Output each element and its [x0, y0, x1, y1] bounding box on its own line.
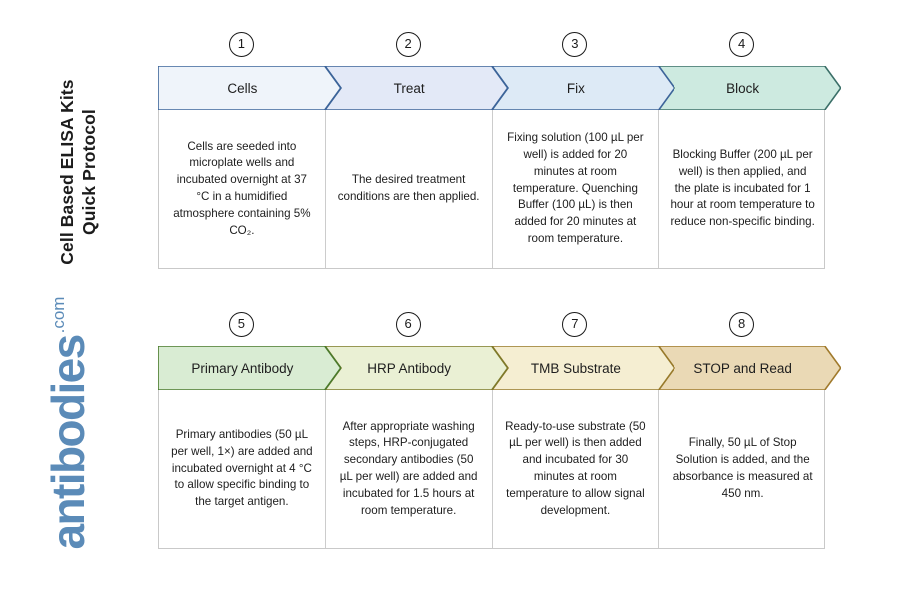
step-chevron-label: STOP and Read	[693, 360, 792, 376]
step-chevron[interactable]: Cells	[158, 66, 341, 110]
step-description-text: Cells are seeded into microplate wells a…	[173, 139, 311, 237]
step-description-text: The desired treatment conditions are the…	[337, 173, 480, 203]
chevron-shape	[491, 66, 675, 110]
chevron-shape	[324, 346, 508, 390]
step-description-text: Primary antibodies (50 µL per well, 1×) …	[171, 428, 313, 509]
step-chevron-label: Cells	[227, 80, 258, 96]
protocol-row-1: 1 2 3 4 Cells Treat Fix Block Cells are seeded…	[158, 32, 848, 269]
step-number-badge: 3	[562, 32, 588, 57]
step-description-text: Blocking Buffer (200 µL per well) is the…	[670, 148, 815, 229]
step-description-cell: Fixing solution (100 µL per well) is add…	[493, 110, 660, 268]
step-description-cell: Blocking Buffer (200 µL per well) is the…	[659, 110, 826, 268]
step-number-badge: 6	[395, 312, 421, 337]
chevron-shape	[324, 66, 508, 110]
step-description-text: Fixing solution (100 µL per well) is add…	[507, 131, 644, 245]
step-description-cell: Finally, 50 µL of Stop Solution is added…	[659, 390, 826, 548]
step-description-text: After appropriate washing steps, HRP-con…	[339, 419, 478, 517]
step-chevron[interactable]: HRP Antibody	[324, 346, 508, 390]
step-chevron-label: HRP Antibody	[367, 360, 452, 376]
step-badge-strip-2: 5 6 7 8	[158, 312, 825, 346]
step-description-cell: Ready-to-use substrate (50 µL per well) …	[493, 390, 660, 548]
chevron-shape	[658, 346, 841, 390]
step-description-cell: After appropriate washing steps, HRP-con…	[326, 390, 493, 548]
step-chevron-label: Treat	[393, 80, 425, 96]
step-chevron[interactable]: Fix	[491, 66, 675, 110]
protocol-row-2: 5 6 7 8 Primary Antibody HRP Antibody TMB Sub…	[158, 312, 848, 549]
logo-wordmark: antibodies	[42, 335, 94, 550]
step-number-badge: 1	[228, 32, 254, 57]
step-number-badge: 4	[729, 32, 755, 57]
step-badge-strip-1: 1 2 3 4	[158, 32, 825, 66]
chevron-shape	[158, 66, 341, 110]
branding-rail: Cell Based ELISA Kits Quick Protocol ant…	[0, 0, 152, 594]
step-description-cell: Cells are seeded into microplate wells a…	[159, 110, 326, 268]
step-chevron-label: Block	[726, 80, 760, 96]
step-chevron-label: Fix	[566, 80, 585, 96]
step-chevron[interactable]: STOP and Read	[658, 346, 841, 390]
step-description-text: Ready-to-use substrate (50 µL per well) …	[505, 419, 646, 517]
step-description-cell: Primary antibodies (50 µL per well, 1×) …	[159, 390, 326, 548]
step-number-badge: 7	[562, 312, 588, 337]
chevron-shape	[658, 66, 841, 110]
step-chevron-label: TMB Substrate	[530, 360, 621, 376]
chevron-shape	[491, 346, 675, 390]
step-description-text: Finally, 50 µL of Stop Solution is added…	[672, 436, 813, 500]
antibodies-logo: antibodies .com	[42, 273, 94, 573]
step-chevron-label: Primary Antibody	[191, 360, 294, 376]
step-chevron[interactable]: Block	[658, 66, 841, 110]
step-chevron[interactable]: TMB Substrate	[491, 346, 675, 390]
step-chevron[interactable]: Primary Antibody	[158, 346, 341, 390]
step-number-badge: 2	[395, 32, 421, 57]
chevron-band-1: Cells Treat Fix Block	[158, 66, 848, 110]
step-description-panel-2: Primary antibodies (50 µL per well, 1×) …	[158, 390, 825, 549]
chevron-shape	[158, 346, 341, 390]
chevron-band-2: Primary Antibody HRP Antibody TMB Substrat…	[158, 346, 848, 390]
step-description-panel-1: Cells are seeded into microplate wells a…	[158, 110, 825, 269]
step-number-badge: 8	[729, 312, 755, 337]
logo-tld: .com	[49, 296, 68, 334]
step-number-badge: 5	[228, 312, 254, 337]
step-chevron[interactable]: Treat	[324, 66, 508, 110]
step-description-cell: The desired treatment conditions are the…	[326, 110, 493, 268]
